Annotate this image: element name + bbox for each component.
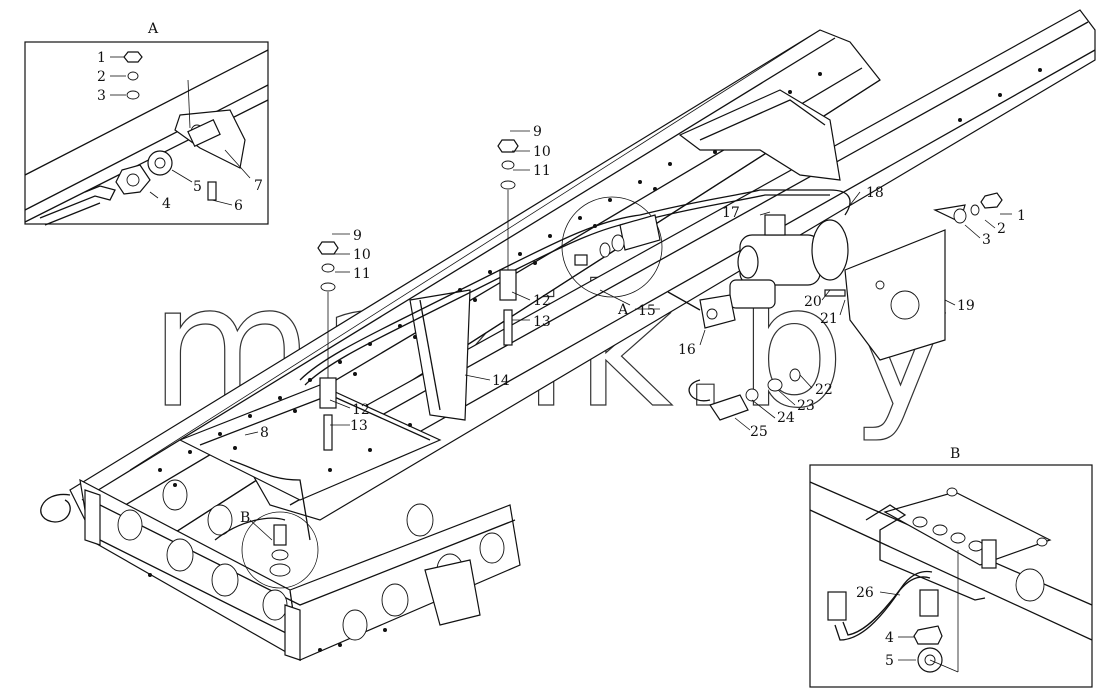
label-25: 25 (750, 424, 768, 440)
label-12-upper: 12 (533, 293, 551, 309)
inset-b-label-4: 4 (885, 630, 894, 646)
detail-b-parts (269, 524, 291, 577)
label-8: 8 (260, 425, 269, 441)
label-12-lower: 12 (352, 402, 370, 418)
label-22: 22 (815, 382, 833, 398)
inset-a-label-7: 7 (254, 178, 263, 194)
inset-a-label-5: 5 (193, 179, 202, 195)
inset-b-title: B (950, 446, 960, 462)
chassis-frame (40, 9, 1096, 662)
label-11-lower: 11 (353, 266, 371, 282)
label-15: 15 (638, 303, 656, 319)
inset-a: A 1 2 3 4 5 6 (24, 21, 269, 226)
main-labels: 9 10 11 9 10 11 12 13 12 13 14 15 16 17 … (240, 124, 1026, 526)
ref-label-a: A (617, 302, 629, 318)
ref-label-b: B (240, 510, 250, 526)
inset-a-label-1: 1 (97, 50, 106, 66)
label-3-right: 3 (982, 232, 991, 248)
inset-a-frame (24, 41, 269, 225)
label-19: 19 (957, 298, 975, 314)
inset-a-label-2: 2 (97, 69, 106, 85)
inset-a-label-4: 4 (162, 196, 171, 212)
label-20: 20 (804, 294, 822, 310)
detail-circle-b (241, 511, 319, 589)
bolt-stack-upper (497, 139, 519, 346)
inset-b-label-5: 5 (885, 653, 894, 669)
label-9-upper: 9 (533, 124, 542, 140)
label-11-upper: 11 (533, 163, 551, 179)
label-1-right: 1 (1017, 208, 1026, 224)
label-16: 16 (678, 342, 696, 358)
label-21: 21 (820, 311, 838, 327)
label-2-right: 2 (997, 221, 1006, 237)
inset-a-label-6: 6 (234, 198, 243, 214)
inset-a-title: A (147, 21, 159, 37)
inset-a-label-3: 3 (97, 88, 106, 104)
inset-b-label-26: 26 (856, 585, 874, 601)
detail-a-parts (574, 214, 661, 266)
leader-lines (244, 130, 1012, 541)
label-17: 17 (722, 205, 740, 221)
label-23: 23 (797, 398, 815, 414)
label-14: 14 (492, 373, 510, 389)
label-9-lower: 9 (353, 228, 362, 244)
label-18: 18 (866, 185, 884, 201)
label-24: 24 (777, 410, 795, 426)
label-13-upper: 13 (533, 314, 551, 330)
brake-valve-assembly (667, 192, 1003, 421)
label-13-lower: 13 (350, 418, 368, 434)
inset-b: B 26 4 5 (809, 446, 1093, 688)
detail-circle-a (561, 196, 663, 298)
label-10-lower: 10 (353, 247, 371, 263)
label-10-upper: 10 (533, 144, 551, 160)
